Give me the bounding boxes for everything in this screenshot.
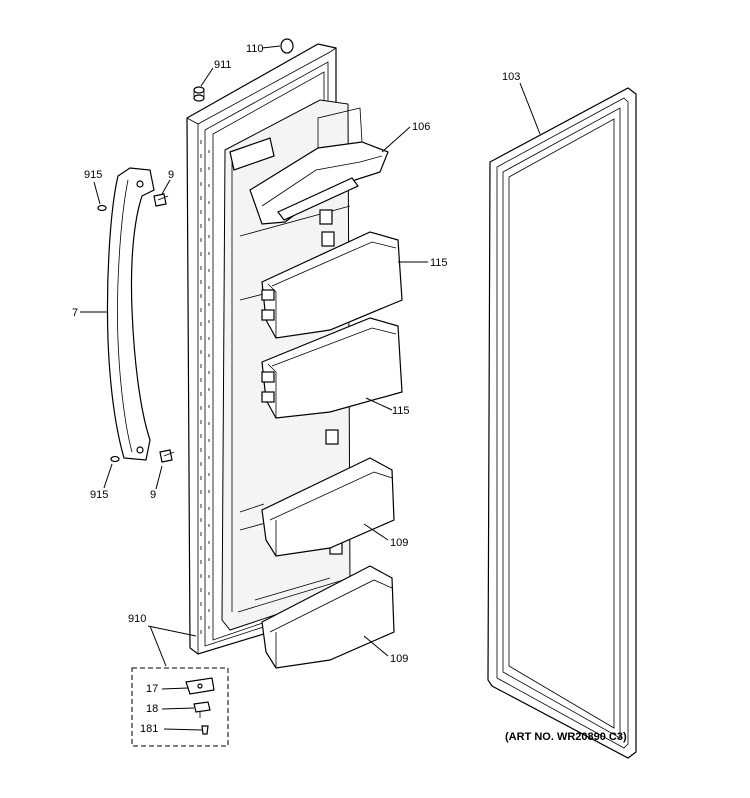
label-9-lower: 9 <box>150 489 156 501</box>
door-bin-small-lower <box>254 565 395 669</box>
plug-upper <box>97 204 107 212</box>
label-911: 911 <box>214 59 232 71</box>
label-9-upper: 9 <box>168 169 174 181</box>
label-109-lower: 109 <box>390 653 408 665</box>
label-18: 18 <box>146 703 158 715</box>
label-109-upper: 109 <box>390 537 408 549</box>
grommet <box>280 38 294 54</box>
plug-lower <box>110 455 120 463</box>
door-bin-small-upper <box>239 457 395 557</box>
label-110: 110 <box>246 43 264 55</box>
door-bin-lower <box>261 317 403 419</box>
label-17: 17 <box>146 683 158 695</box>
leader-lines <box>80 45 541 731</box>
label-910: 910 <box>128 613 146 625</box>
label-103: 103 <box>502 71 520 83</box>
hinge-kit-box <box>131 667 229 747</box>
dairy-compartment-door <box>249 107 389 225</box>
label-115-lower: 115 <box>392 405 410 417</box>
handle-screw-upper <box>153 193 169 207</box>
label-7: 7 <box>72 307 78 319</box>
handle-screw-lower <box>159 449 175 463</box>
hinge-cap <box>193 86 205 102</box>
label-181: 181 <box>140 723 158 735</box>
door-bin-upper <box>261 231 403 339</box>
door-handle <box>106 167 155 461</box>
door-gasket <box>487 87 637 759</box>
label-915-upper: 915 <box>84 169 102 181</box>
art-number: (ART NO. WR20890 C3) <box>505 731 627 743</box>
label-915-lower: 915 <box>90 489 108 501</box>
label-106: 106 <box>412 121 430 133</box>
label-115-upper: 115 <box>430 257 448 269</box>
